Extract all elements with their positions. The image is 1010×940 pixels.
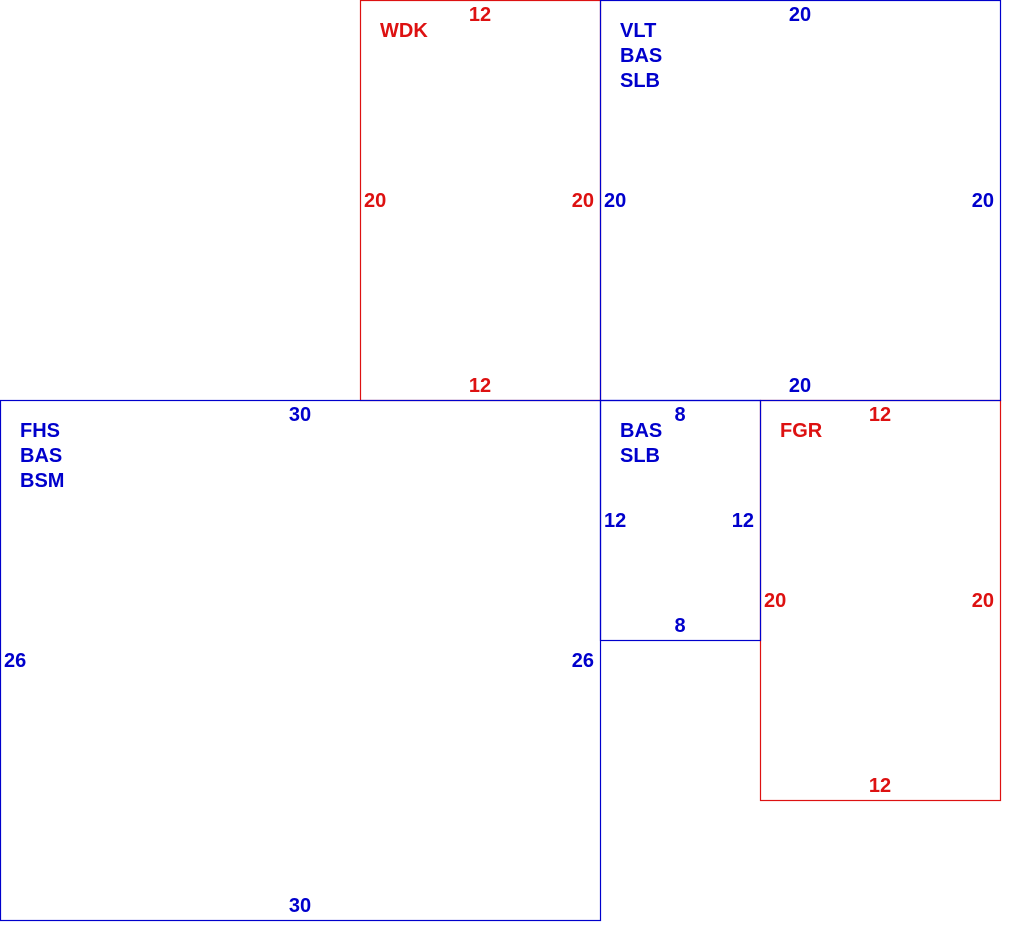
dimension-left: 20: [364, 190, 386, 212]
room-label: BAS: [20, 445, 62, 467]
room-label: BSM: [20, 470, 64, 492]
dimension-top: 12: [469, 4, 491, 26]
room-outline: [0, 399, 602, 922]
dimension-top: 8: [674, 404, 685, 426]
dimension-top: 20: [789, 4, 811, 26]
room-label: FGR: [780, 420, 823, 442]
dimension-bottom: 12: [469, 375, 491, 397]
room-label: BAS: [620, 420, 662, 442]
dimension-top: 12: [869, 404, 891, 426]
room-label: SLB: [620, 445, 660, 467]
room-outline: [599, 399, 762, 642]
room-wdk: WDK 12 12 20 20: [359, 0, 602, 402]
room-label: WDK: [380, 20, 428, 42]
dimension-left: 20: [764, 590, 786, 612]
dimension-left: 12: [604, 510, 626, 532]
dimension-right: 20: [972, 190, 994, 212]
dimension-top: 30: [289, 404, 311, 426]
room-vlt: VLT BAS SLB 20 20 20 20: [599, 0, 1002, 402]
dimension-right: 26: [572, 650, 594, 672]
room-fhs: FHS BAS BSM 30 30 26 26: [0, 399, 602, 922]
room-outline: [359, 0, 602, 402]
room-fgr: FGR 12 12 20 20: [759, 399, 1002, 802]
dimension-left: 20: [604, 190, 626, 212]
room-outline: [599, 0, 1002, 402]
dimension-bottom: 8: [674, 615, 685, 637]
dimension-bottom: 12: [869, 775, 891, 797]
dimension-right: 20: [972, 590, 994, 612]
dimension-right: 12: [732, 510, 754, 532]
room-label: BAS: [620, 45, 662, 67]
room-outline: [759, 399, 1002, 802]
dimension-right: 20: [572, 190, 594, 212]
room-label: VLT: [620, 20, 656, 42]
room-bas-slb: BAS SLB 8 8 12 12: [599, 399, 762, 642]
room-label: FHS: [20, 420, 60, 442]
dimension-bottom: 20: [789, 375, 811, 397]
dimension-left: 26: [4, 650, 26, 672]
room-label: SLB: [620, 70, 660, 92]
dimension-bottom: 30: [289, 895, 311, 917]
